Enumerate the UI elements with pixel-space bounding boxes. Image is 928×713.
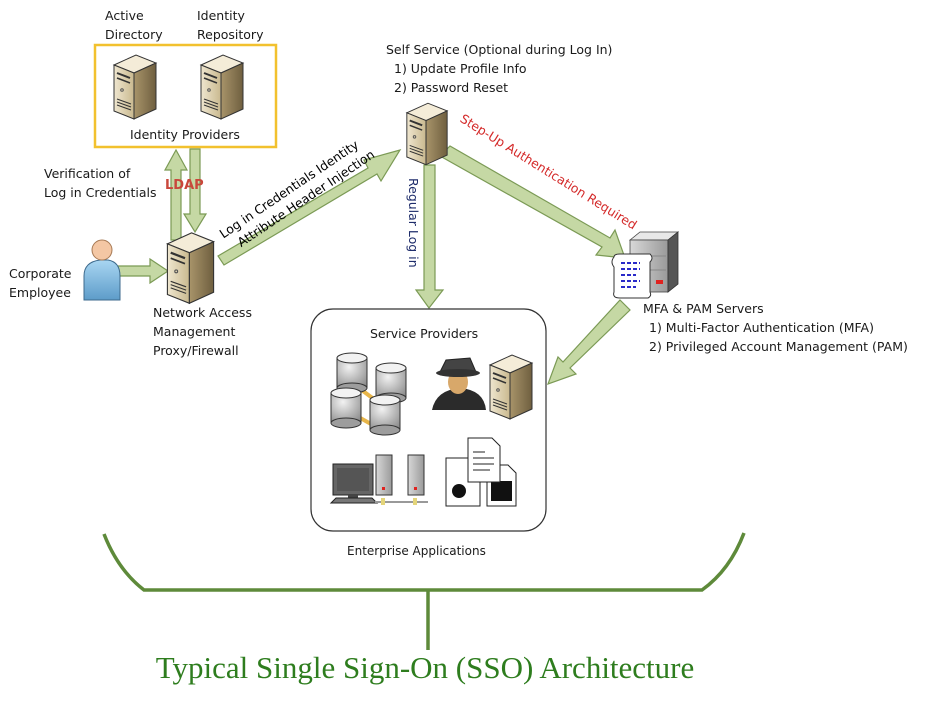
mfa-pam-title: MFA & PAM Servers: [643, 301, 764, 316]
identity-repository-server-icon: [199, 53, 245, 121]
self-service-title: Self Service (Optional during Log In): [386, 42, 613, 57]
database-cluster-icon: [330, 352, 407, 436]
regular-login-label: Regular Log in: [406, 178, 421, 268]
service-provider-server-icon: [488, 353, 534, 421]
mfa-pam-label: MFA & PAM Servers 1) Multi-Factor Authen…: [643, 299, 908, 356]
self-service-item: 1) Update Profile Info: [394, 61, 527, 76]
verification-label: Verification of Log in Credentials: [44, 164, 157, 202]
active-directory-label: Active Directory: [105, 6, 163, 44]
active-directory-label-line2: Directory: [105, 27, 163, 42]
identity-providers-box: [93, 43, 278, 149]
self-service-item: 2) Password Reset: [394, 80, 509, 95]
active-directory-server-icon: [112, 53, 158, 121]
self-service-label: Self Service (Optional during Log In) 1)…: [386, 40, 612, 97]
enterprise-applications-label: Enterprise Applications: [347, 544, 486, 558]
verification-label-line1: Verification of: [44, 166, 131, 181]
verification-arrow-up: [163, 148, 189, 241]
ldap-arrow-down: [182, 148, 208, 234]
identity-repository-label: Identity Repository: [197, 6, 263, 44]
grouping-bracket: [102, 532, 746, 592]
corporate-employee-label: Corporate Employee: [9, 264, 72, 302]
identity-providers-label: Identity Providers: [130, 127, 240, 142]
network-access-label-line1: Network Access: [153, 305, 252, 320]
verification-label-line2: Log in Credentials: [44, 185, 157, 200]
self-service-server-icon: [405, 102, 449, 166]
mfa-to-services-arrow: [546, 299, 631, 385]
corporate-employee-label-line2: Employee: [9, 285, 71, 300]
network-access-server-icon: [166, 231, 215, 305]
documents-icon: [445, 437, 517, 507]
mfa-pam-item: 1) Multi-Factor Authentication (MFA): [649, 320, 874, 335]
identity-repository-label-line1: Identity: [197, 8, 245, 23]
mfa-pam-item: 2) Privileged Account Management (PAM): [649, 339, 908, 354]
network-access-label: Network Access Management Proxy/Firewall: [153, 303, 252, 360]
spy-icon: [432, 357, 486, 410]
corporate-employee-user-icon: [83, 239, 121, 301]
corporate-employee-label-line1: Corporate: [9, 266, 72, 281]
header-injection-arrow: [217, 149, 402, 266]
regular-login-arrow: [414, 164, 445, 310]
identity-repository-label-line2: Repository: [197, 27, 264, 42]
service-providers-label: Service Providers: [370, 326, 479, 341]
network-access-label-line3: Proxy/Firewall: [153, 343, 239, 358]
network-access-label-line2: Management: [153, 324, 236, 339]
employee-to-proxy-arrow: [117, 257, 170, 285]
active-directory-label-line1: Active: [105, 8, 144, 23]
workstation-servers-icon: [329, 454, 428, 505]
step-up-arrow: [439, 145, 626, 259]
ldap-label: LDAP: [165, 178, 204, 193]
diagram-title: Typical Single Sign-On (SSO) Architectur…: [155, 650, 695, 685]
scroll-document-icon: [611, 253, 653, 299]
